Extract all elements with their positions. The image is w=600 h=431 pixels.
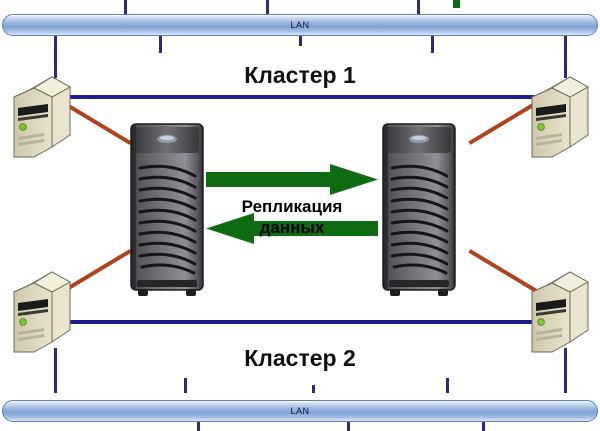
top-bus-stub-below-2 xyxy=(159,36,162,53)
drop-bottom-right-pc xyxy=(564,348,567,393)
bottom-bus-stub-above-1 xyxy=(184,378,187,393)
top-lan-bus[interactable]: LAN xyxy=(2,14,598,36)
drop-bottom-left-pc xyxy=(54,348,57,393)
top-bus-stub-below-4 xyxy=(431,36,434,53)
server-cluster-right[interactable] xyxy=(380,122,458,297)
cluster-1-title: Кластер 1 xyxy=(244,62,356,88)
drop-top-right-pc xyxy=(564,36,567,78)
bottom-bus-stub-below-3 xyxy=(482,422,485,431)
replication-arrow-left xyxy=(206,213,378,244)
link-top-left-to-server xyxy=(68,95,543,99)
top-bus-stub-above-3 xyxy=(417,0,420,16)
top-bus-stub-below-3 xyxy=(299,36,302,46)
top-bus-stub-above-1 xyxy=(124,0,127,16)
bottom-lan-bus[interactable]: LAN xyxy=(2,400,598,422)
top-bus-stub-above-2 xyxy=(266,0,269,16)
replication-label-line2: данных xyxy=(259,218,325,238)
bottom-bus-stub-below-2 xyxy=(347,422,350,431)
pc-top-left[interactable] xyxy=(10,75,72,159)
replication-arrow-right xyxy=(206,164,378,195)
replication-label-line1: Репликация xyxy=(241,197,343,216)
green-artifact-chip xyxy=(453,0,460,8)
pc-bottom-left[interactable] xyxy=(10,270,72,354)
link-bottom-left-to-server xyxy=(68,320,543,324)
pc-top-right[interactable] xyxy=(528,75,590,159)
bottom-bus-stub-above-2 xyxy=(312,385,315,393)
bottom-bus-stub-below-1 xyxy=(197,422,200,431)
replication-label: Репликация данных xyxy=(206,196,378,239)
top-lan-bus-label: LAN xyxy=(290,20,310,30)
drop-top-left-pc xyxy=(54,36,57,78)
bottom-bus-stub-above-3 xyxy=(446,378,449,393)
server-cluster-left[interactable] xyxy=(128,122,206,297)
cluster-2-title: Кластер 2 xyxy=(244,345,356,371)
bottom-lan-bus-label: LAN xyxy=(290,406,310,416)
pc-bottom-right[interactable] xyxy=(528,270,590,354)
